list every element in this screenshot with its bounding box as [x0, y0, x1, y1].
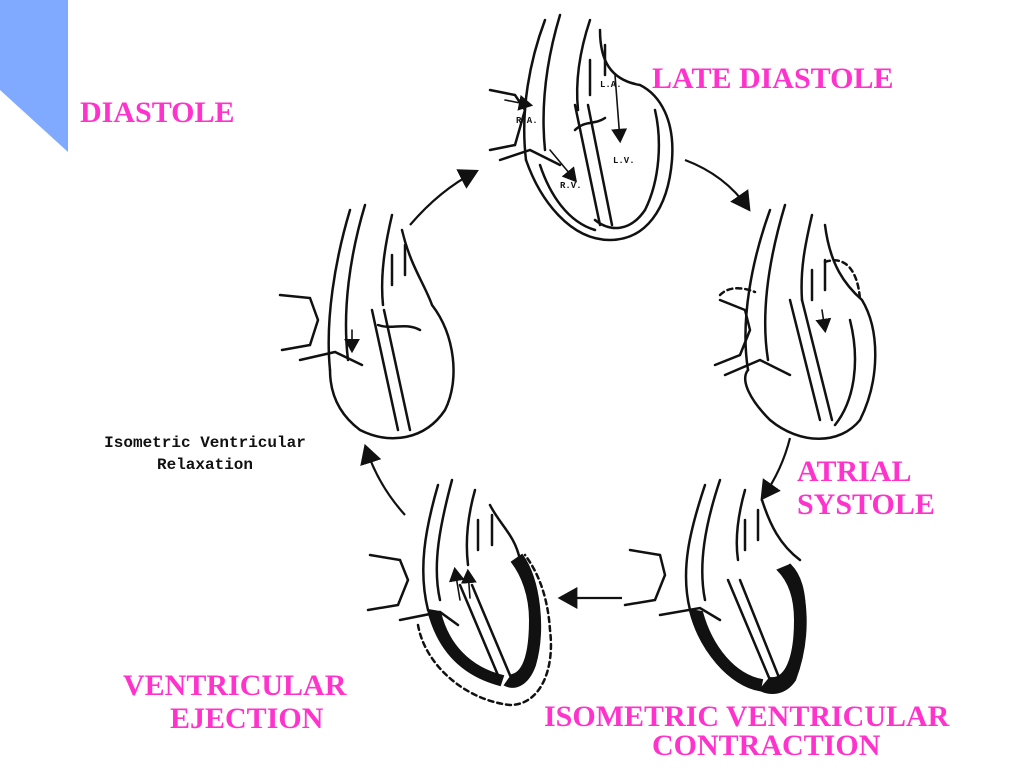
label-atrial-line-2: SYSTOLE [797, 488, 935, 521]
label-iso-relaxation-line-1: Isometric Ventricular [104, 434, 306, 452]
heart-late-diastole [488, 13, 674, 242]
arrow-to-iso-contraction [760, 437, 792, 501]
cycle-arrows [360, 158, 792, 609]
thick-wall-ejection-inner [426, 608, 505, 687]
label-atrial-line-1: ATRIAL [797, 455, 912, 488]
corner-accent [0, 0, 68, 152]
label-la: L.A. [600, 80, 622, 90]
heart-iso-relaxation [278, 203, 455, 440]
arrow-to-late-diastole [409, 169, 479, 226]
arrow-to-relaxation [360, 443, 406, 516]
label-ejection-line-2: EJECTION [170, 702, 324, 735]
label-ejection-line-1: VENTRICULAR [123, 669, 347, 702]
heart-ventricular-ejection [366, 478, 553, 707]
label-iso-relaxation-line-2: Relaxation [156, 456, 253, 474]
heart-atrial-systole [713, 203, 877, 440]
label-iso-contraction-line-1: ISOMETRIC VENTRICULAR [544, 700, 950, 733]
corner-triangle [0, 0, 68, 152]
thick-wall-ejection [503, 553, 542, 688]
label-ra: R.A. [516, 116, 538, 126]
label-late-diastole: LATE DIASTOLE [652, 62, 894, 95]
label-diastole: DIASTOLE [80, 96, 235, 129]
arrow-to-atrial-systole [684, 158, 751, 212]
label-rv: R.V. [560, 181, 582, 191]
thick-wall-contraction-inner [688, 608, 764, 692]
label-lv: L.V. [613, 156, 635, 166]
label-iso-contraction-line-2: CONTRACTION [652, 729, 881, 762]
